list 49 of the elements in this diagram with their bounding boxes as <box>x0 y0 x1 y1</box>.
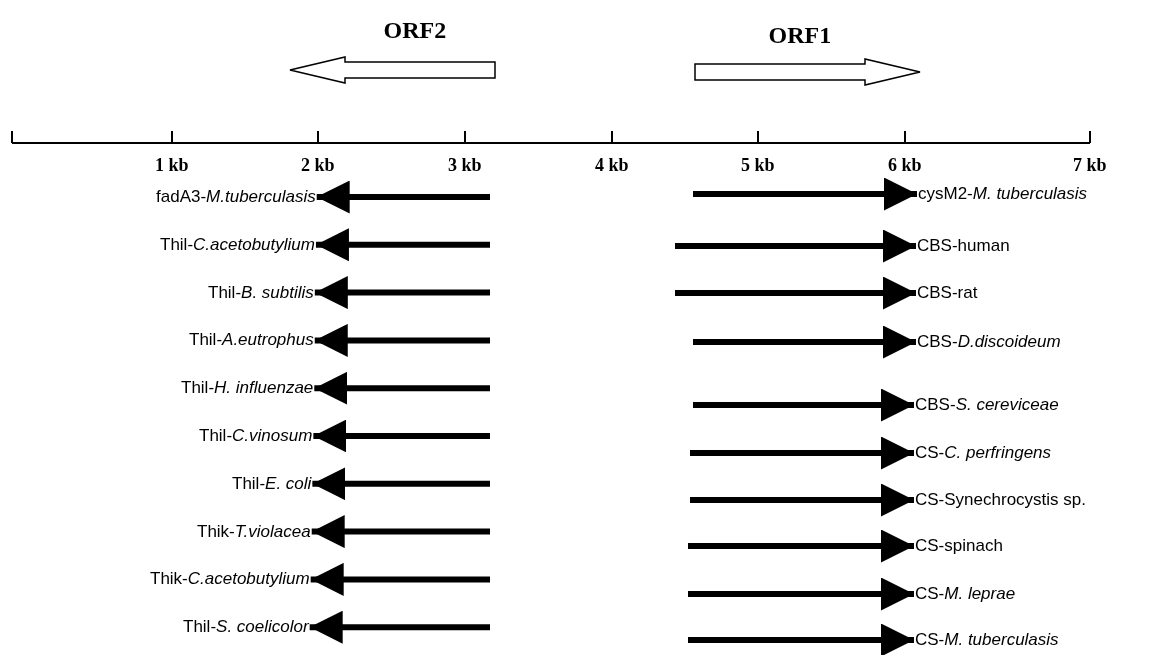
gene-label: CBS-S. cereviceae <box>915 395 1059 415</box>
gene-arrow <box>688 529 914 563</box>
gene-arrow <box>313 419 490 453</box>
scale-label: 6 kb <box>888 154 922 176</box>
gene-label: fadA3-M.tuberculasis <box>156 187 316 207</box>
gene-label: CS-C. perfringens <box>915 443 1052 463</box>
gene-arrow <box>316 180 490 214</box>
gene-label: Thik-T.violacea <box>197 521 311 542</box>
gene-arrow <box>309 610 490 644</box>
gene-label: CS-Synechrocystis sp. <box>915 490 1086 510</box>
gene-label: CS-M. leprae <box>915 584 1016 604</box>
gene-label: CS-spinach <box>915 536 1003 556</box>
gene-label: CBS-rat <box>917 283 978 303</box>
gene-arrow <box>693 325 916 359</box>
gene-arrow <box>315 228 490 262</box>
gene-arrow <box>693 177 917 211</box>
gene-label: Thil-C.vinosum <box>199 426 313 446</box>
gene-label: Thil-E. coli <box>232 473 312 494</box>
gene-label: Thil-B. subtilis <box>208 282 314 303</box>
scale-label: 3 kb <box>448 154 482 176</box>
gene-arrow <box>688 577 914 611</box>
gene-arrow <box>310 562 490 596</box>
scale-label: 5 kb <box>741 154 775 176</box>
gene-label: Thik-C.acetobutylium <box>150 569 310 590</box>
gene-label: Thil-C.acetobutylium <box>160 234 315 255</box>
gene-label: CBS-human <box>917 236 1010 256</box>
gene-label: cysM2-M. tuberculasis <box>918 184 1088 204</box>
gene-arrow <box>311 515 490 549</box>
orf-label: ORF1 <box>768 21 832 49</box>
gene-arrow <box>690 436 914 470</box>
gene-arrow <box>675 276 916 310</box>
scale-label: 4 kb <box>595 154 629 176</box>
gene-label: CBS-D.discoideum <box>917 332 1061 352</box>
gene-label: Thil-S. coelicolor <box>183 617 309 638</box>
gene-arrow <box>690 483 914 517</box>
gene-arrow <box>688 623 914 655</box>
scale-label: 7 kb <box>1073 154 1107 176</box>
gene-arrow <box>693 388 914 422</box>
scale-label: 2 kb <box>301 154 335 176</box>
orf-label: ORF2 <box>383 16 447 44</box>
gene-arrow <box>312 467 490 501</box>
gene-arrow <box>314 371 490 405</box>
gene-label: Thil-H. influenzae <box>181 378 314 399</box>
gene-label: CS-M. tuberculasis <box>915 630 1059 650</box>
scale-label: 1 kb <box>155 154 189 176</box>
gene-arrow <box>675 229 916 263</box>
gene-label: Thil-A.eutrophus <box>189 330 314 351</box>
gene-arrow <box>314 276 490 310</box>
gene-arrow <box>314 323 490 357</box>
